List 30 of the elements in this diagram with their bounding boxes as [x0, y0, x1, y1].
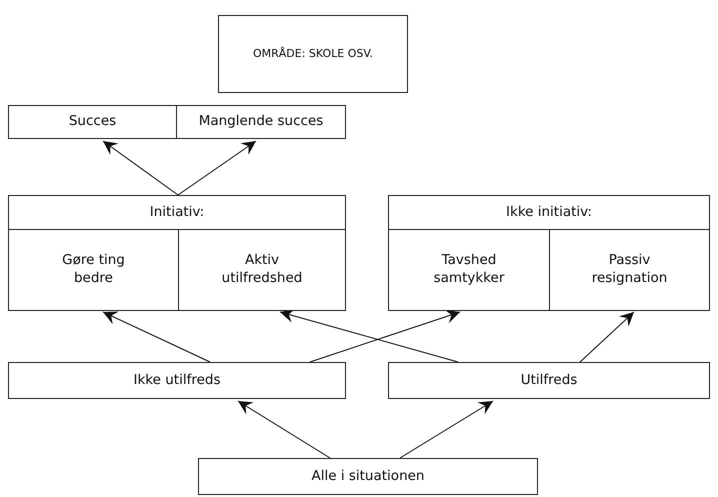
process-box	[8, 105, 177, 139]
group-heading: Initiativ:	[148, 202, 206, 222]
node-label: Passiv resignation	[590, 252, 668, 288]
arrow	[102, 312, 210, 362]
arrow	[310, 310, 460, 362]
node-label: OMRÅDE: SKOLE OSV.	[252, 46, 373, 62]
process-box	[218, 15, 408, 93]
arrow	[102, 140, 178, 196]
process-box	[176, 105, 346, 139]
process-box	[8, 362, 346, 399]
node-label: Succes	[68, 113, 116, 131]
arrow	[280, 309, 458, 362]
arrow	[178, 140, 256, 196]
node-label: Ikke utilfreds	[134, 372, 220, 390]
node-label: Tavshed samtykker	[432, 252, 506, 288]
arrow	[580, 312, 634, 362]
node-label: Utilfreds	[520, 372, 578, 390]
group-box	[8, 195, 346, 311]
node-label: Aktiv utilfredshed	[220, 252, 304, 288]
node-label: Alle i situationen	[311, 468, 424, 486]
group-box	[388, 195, 710, 311]
process-box	[388, 362, 710, 399]
process-box	[549, 229, 709, 310]
node-label: Gøre ting bedre	[61, 252, 126, 288]
process-box	[178, 229, 345, 310]
node-label: Manglende succes	[198, 113, 324, 131]
arrow	[400, 400, 494, 458]
process-box	[198, 458, 538, 495]
arrow	[238, 400, 330, 458]
group-heading: Ikke initiativ:	[505, 202, 593, 222]
